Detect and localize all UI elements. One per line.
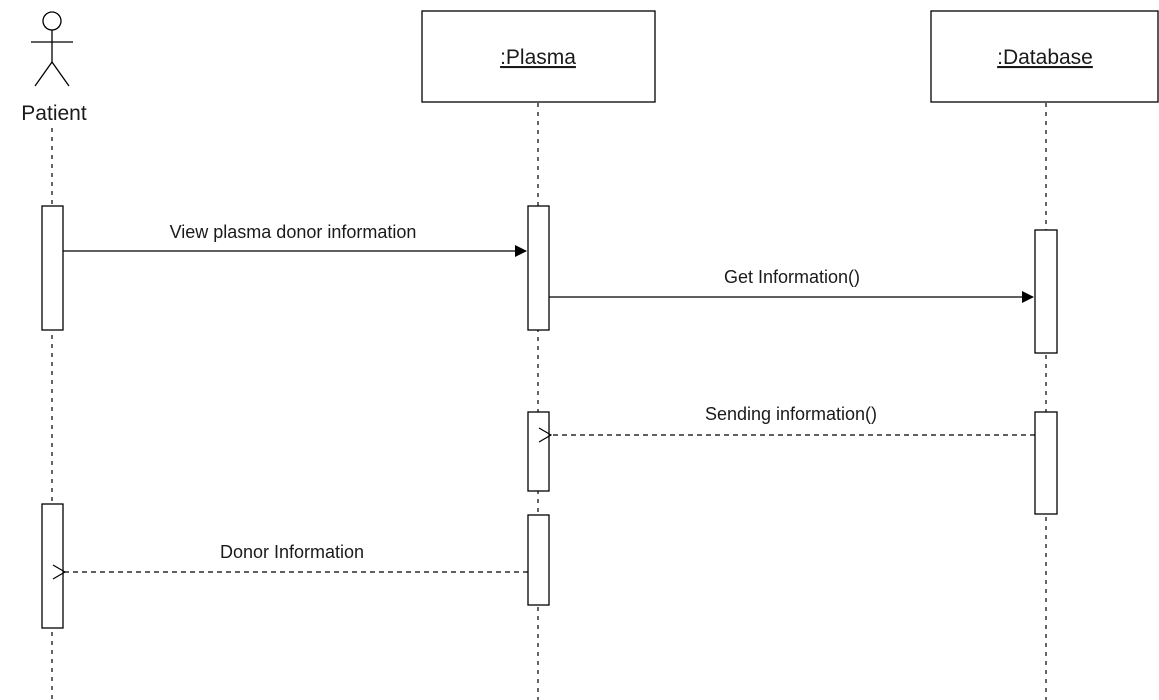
message-label-donor-information: Donor Information	[220, 542, 364, 562]
plasma-activation-1[interactable]	[527, 205, 550, 331]
patient-activation-1[interactable]	[41, 205, 64, 331]
patient-label: Patient	[21, 102, 87, 125]
plasma-activation-3[interactable]	[527, 514, 550, 606]
message-label-sending-information: Sending information()	[705, 404, 877, 424]
patient-actor-icon[interactable]	[31, 11, 73, 87]
database-activation-1[interactable]	[1034, 229, 1058, 354]
patient-activation-2[interactable]	[41, 503, 64, 629]
message-label-get-information: Get Information()	[724, 267, 860, 287]
plasma-label: :Plasma	[500, 46, 576, 69]
database-header-box[interactable]	[930, 10, 1159, 103]
message-label-view-plasma: View plasma donor information	[170, 222, 417, 242]
database-activation-2[interactable]	[1034, 411, 1058, 515]
plasma-header-box[interactable]	[421, 10, 656, 103]
plasma-activation-2[interactable]	[527, 411, 550, 492]
database-label: :Database	[997, 46, 1093, 69]
